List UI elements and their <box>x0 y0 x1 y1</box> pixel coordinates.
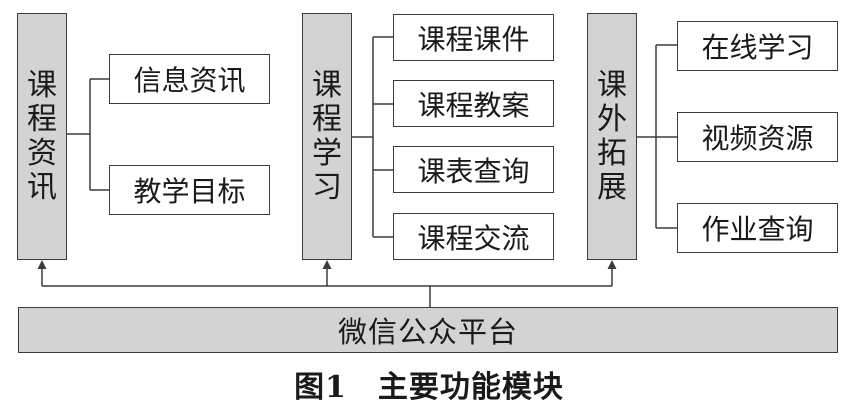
item-course-discussion: 课程交流 <box>393 213 554 260</box>
item-info-news-label: 信息资讯 <box>133 64 246 97</box>
item-schedule-query-label: 课表查询 <box>417 154 530 188</box>
item-info-news: 信息资讯 <box>109 54 270 104</box>
item-homework-query: 作业查询 <box>677 203 838 253</box>
wechat-platform-bar: 微信公众平台 <box>18 307 838 353</box>
item-courseware-label: 课程课件 <box>417 22 530 56</box>
item-lesson-plans: 课程教案 <box>393 80 554 127</box>
module-course-info: 课 程 资 讯 <box>17 13 67 260</box>
figure-caption: 图1 主要功能模块 <box>294 370 564 405</box>
item-lesson-plans-label: 课程教案 <box>417 88 530 122</box>
item-homework-query-label: 作业查询 <box>701 213 814 246</box>
module-course-info-title: 课 程 资 讯 <box>27 67 57 205</box>
item-schedule-query: 课表查询 <box>393 146 554 193</box>
item-online-learning: 在线学习 <box>677 21 838 71</box>
item-video-resources-label: 视频资源 <box>701 122 814 155</box>
item-online-learning-label: 在线学习 <box>701 31 814 64</box>
wechat-platform-label: 微信公众平台 <box>337 315 518 349</box>
module-extracurricular-title: 课 外 拓 展 <box>597 67 627 205</box>
item-teaching-goals-label: 教学目标 <box>133 175 246 208</box>
item-courseware: 课程课件 <box>393 14 554 61</box>
item-course-discussion-label: 课程交流 <box>417 221 530 255</box>
module-course-learning-title: 课 程 学 习 <box>312 67 342 205</box>
module-course-learning: 课 程 学 习 <box>302 13 352 260</box>
item-video-resources: 视频资源 <box>677 112 838 162</box>
item-teaching-goals: 教学目标 <box>109 165 270 215</box>
module-extracurricular: 课 外 拓 展 <box>587 13 637 260</box>
